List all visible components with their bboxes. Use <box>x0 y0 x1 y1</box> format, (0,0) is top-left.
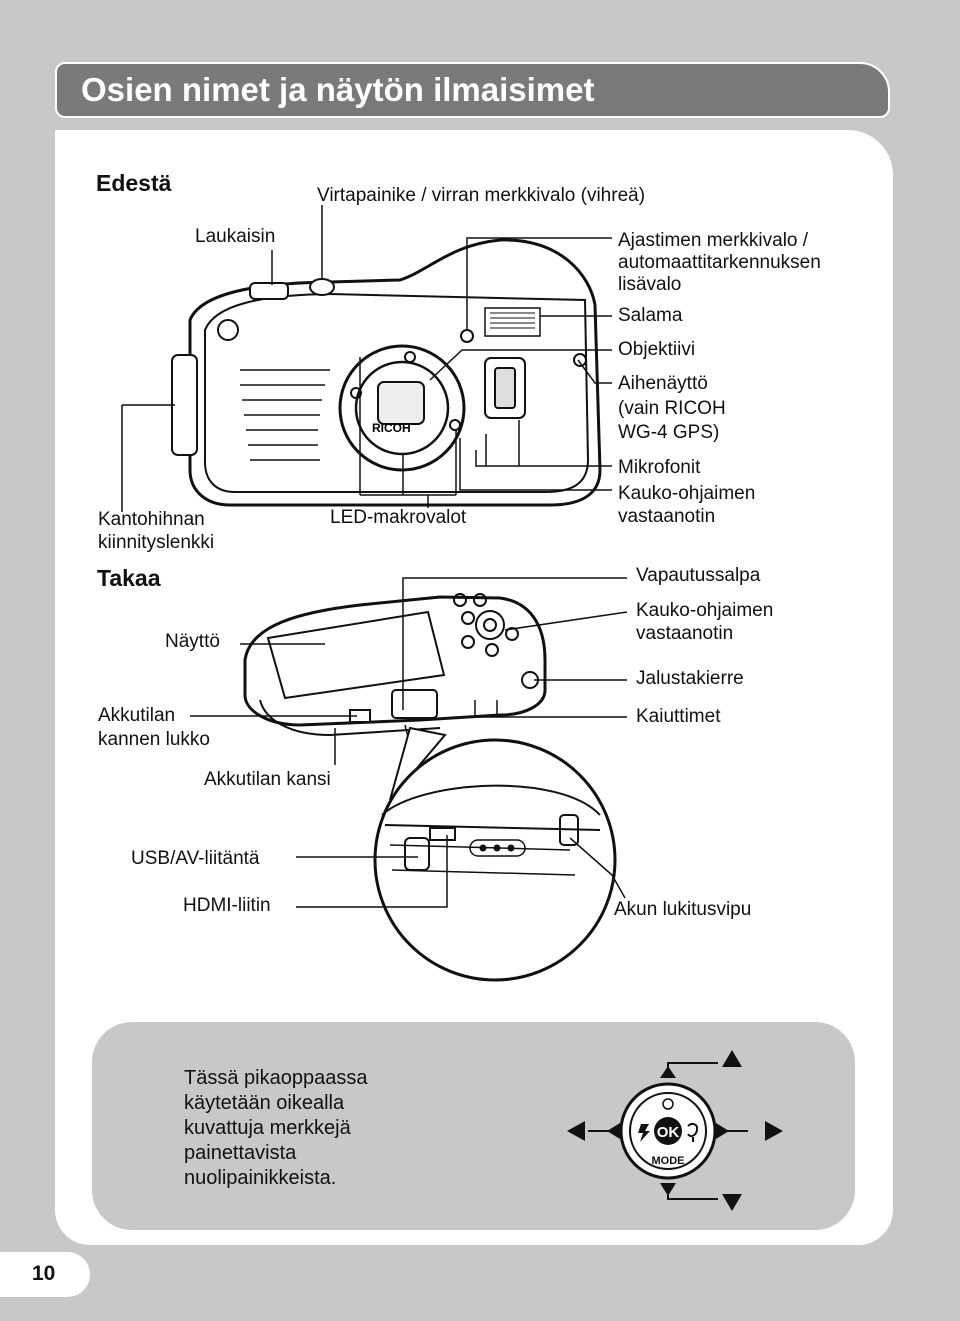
mode-label: MODE <box>652 1155 685 1167</box>
label-back-remote-1: Kauko-ohjaimen <box>636 600 774 621</box>
title-bar: Osien nimet ja näytön ilmaisimet <box>55 62 890 118</box>
note-line: käytetään oikealla <box>184 1092 345 1114</box>
note-line: nuolipainikkeista. <box>184 1167 337 1189</box>
label-usb: USB/AV-liitäntä <box>131 848 260 869</box>
label-flash: Salama <box>618 305 683 326</box>
page-number-tab: 10 <box>0 1252 90 1297</box>
label-speakers: Kaiuttimet <box>636 706 721 727</box>
back-camera-illustration <box>243 593 547 737</box>
label-power: Virtapainike / virran merkkivalo (vihreä… <box>317 185 646 206</box>
back-heading: Takaa <box>97 565 161 591</box>
label-self-timer-2: automaattitarkennuksen <box>618 252 821 273</box>
arrow-up-small-icon <box>660 1066 676 1078</box>
label-mic: Mikrofonit <box>618 457 701 478</box>
label-release: Vapautussalpa <box>636 565 761 586</box>
label-lens: Objektiivi <box>618 339 696 360</box>
label-battery-lock: Akun lukitusvipu <box>614 899 752 920</box>
label-subject-1: Aihenäyttö <box>618 373 708 394</box>
label-hdmi: HDMI-liitin <box>183 895 271 916</box>
arrow-left-icon <box>567 1121 585 1141</box>
page-number: 10 <box>32 1262 56 1285</box>
arrow-down-small-icon <box>660 1183 676 1196</box>
label-back-remote-2: vastaanotin <box>636 623 734 644</box>
macro-icon <box>687 1122 699 1142</box>
front-heading: Edestä <box>96 170 172 196</box>
flash-icon <box>638 1124 650 1142</box>
label-strap-1: Kantohihnan <box>98 509 205 530</box>
label-self-timer-1: Ajastimen merkkivalo / <box>618 230 809 251</box>
label-shutter: Laukaisin <box>195 226 276 247</box>
ok-button <box>654 1117 682 1145</box>
zoom-detail-circle <box>373 726 617 982</box>
label-self-timer-3: lisävalo <box>618 274 682 295</box>
label-strap-2: kiinnityslenkki <box>98 532 215 553</box>
front-leader-lines <box>121 205 612 512</box>
label-tripod: Jalustakierre <box>636 668 744 689</box>
front-camera-illustration <box>171 238 602 507</box>
arrow-down-icon <box>722 1194 742 1211</box>
label-remote-1: Kauko-ohjaimen <box>618 483 756 504</box>
lens-brand-text: RICOH <box>372 421 411 435</box>
label-remote-2: vastaanotin <box>618 506 716 527</box>
note-line: kuvattuja merkkejä <box>184 1117 351 1139</box>
arrow-right-icon <box>765 1121 783 1141</box>
note-line: Tässä pikaoppaassa <box>184 1067 368 1089</box>
arrow-up-icon <box>722 1050 742 1067</box>
arrow-right-small-icon <box>716 1123 729 1139</box>
label-cover: Akkutilan kansi <box>204 769 331 790</box>
label-led: LED-makrovalot <box>330 507 467 528</box>
ok-button-label: OK <box>657 1124 680 1141</box>
note-box: Tässä pikaoppaassa käytetään oikealla ku… <box>92 1022 855 1230</box>
label-subject-2: (vain RICOH <box>618 398 726 419</box>
zoom-leader-lines <box>296 835 626 908</box>
self-timer-icon <box>662 1098 674 1110</box>
note-text: Tässä pikaoppaassa käytetään oikealla ku… <box>184 1066 367 1191</box>
label-subject-3: WG-4 GPS) <box>618 422 720 443</box>
arrow-left-small-icon <box>607 1123 620 1139</box>
label-cover-lock-2: kannen lukko <box>98 729 210 750</box>
label-cover-lock-1: Akkutilan <box>98 705 176 726</box>
note-line: painettavista <box>184 1142 297 1164</box>
page-title: Osien nimet ja näytön ilmaisimet <box>81 71 595 108</box>
label-display: Näyttö <box>165 631 220 652</box>
